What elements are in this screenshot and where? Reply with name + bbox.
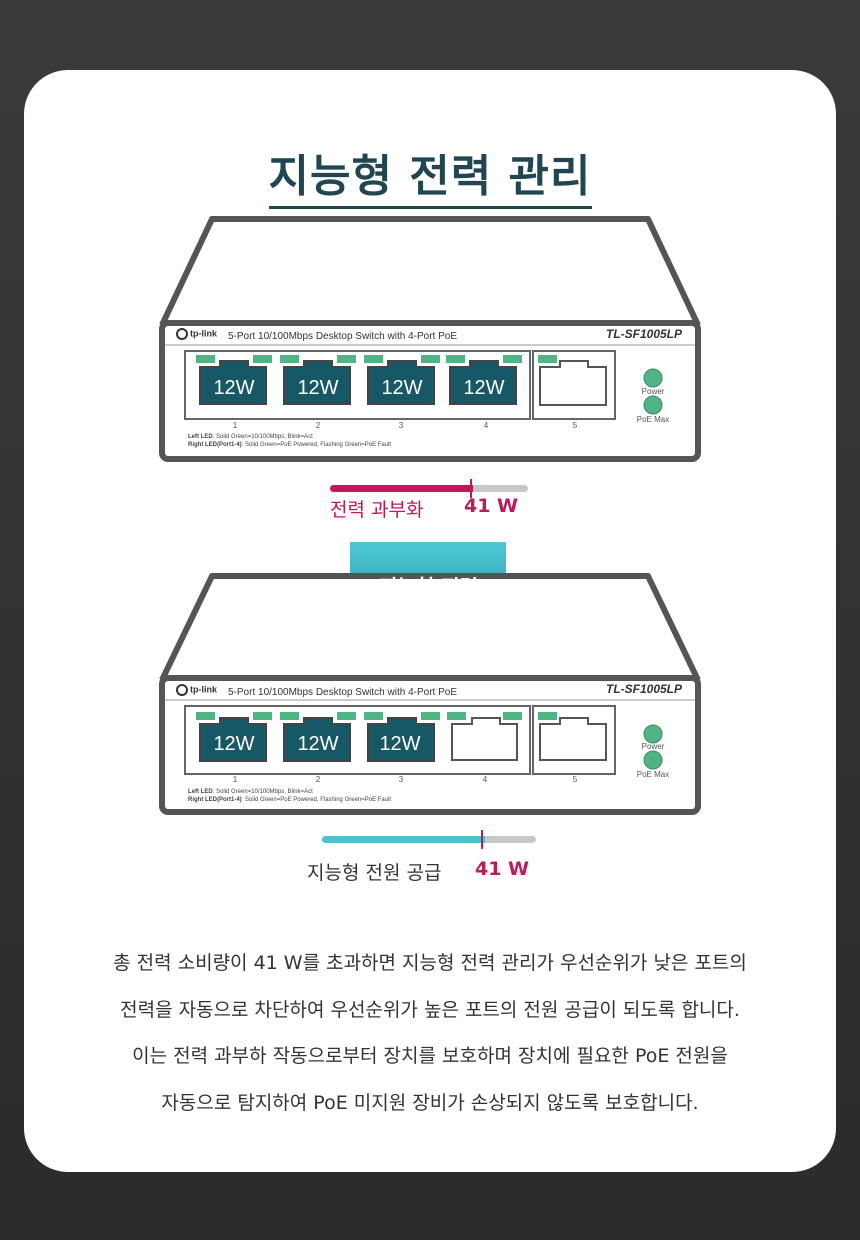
ethernet-port-icon xyxy=(367,360,435,405)
port-led-right xyxy=(503,355,522,363)
port-number-5: 5 xyxy=(572,775,578,784)
description-line: 전력을 자동으로 차단하여 우선순위가 높은 포트의 전원 공급이 되도록 합니… xyxy=(120,998,740,1021)
power-bar-fill xyxy=(330,485,473,492)
port-led-right xyxy=(253,712,272,720)
switch-body xyxy=(159,573,701,815)
port-led-right xyxy=(421,712,440,720)
port-number-1: 1 xyxy=(232,421,238,430)
power-led-label: Power xyxy=(641,742,665,751)
port-3-power: 12W xyxy=(379,733,421,755)
port-4-power: 12W xyxy=(463,377,505,399)
switch-description: 5-Port 10/100Mbps Desktop Switch with 4-… xyxy=(228,331,457,342)
led-legend: Left LED: Solid Green=10/100Mbps, Blink=… xyxy=(188,434,392,448)
port-number-3: 3 xyxy=(398,421,404,430)
switch-description: 5-Port 10/100Mbps Desktop Switch with 4-… xyxy=(228,687,457,698)
port-led-right xyxy=(253,355,272,363)
port-led-left xyxy=(364,355,383,363)
poe-max-led-label: PoE Max xyxy=(636,770,670,779)
ethernet-port-icon xyxy=(449,360,517,405)
managed-value: 41 W xyxy=(475,858,530,880)
ethernet-port-icon xyxy=(367,717,435,762)
switch-model: TL-SF1005LP xyxy=(606,682,683,696)
page-title: 지능형 전력 관리 xyxy=(0,140,860,209)
power-limit-marker xyxy=(470,479,472,498)
port-led-left xyxy=(196,712,215,720)
overload-value: 41 W xyxy=(464,495,519,517)
brand-logo: tp-link xyxy=(176,684,217,696)
port-led-right xyxy=(421,355,440,363)
port-3-power: 12W xyxy=(381,377,423,399)
description-paragraph: 총 전력 소비량이 41 W를 초과하면 지능형 전력 관리가 우선순위가 낮은… xyxy=(40,940,820,1126)
managed-label: 지능형 전원 공급 xyxy=(307,862,442,884)
power-bar-managed xyxy=(322,830,536,849)
port-number-4: 4 xyxy=(483,421,489,430)
ethernet-port-icon xyxy=(199,717,267,762)
switch-body xyxy=(159,216,701,462)
led-legend: Left LED: Solid Green=10/100Mbps, Blink=… xyxy=(188,789,392,803)
port-led-left xyxy=(280,712,299,720)
port-led-right xyxy=(337,712,356,720)
port-1-power: 12W xyxy=(213,733,255,755)
port-number-2: 2 xyxy=(315,775,321,784)
port-1-power: 12W xyxy=(213,377,255,399)
port-led-left xyxy=(446,355,465,363)
port-number-3: 3 xyxy=(398,775,404,784)
port-number-2: 2 xyxy=(315,421,321,430)
port-number-5: 5 xyxy=(572,421,578,430)
description-line: 이는 전력 과부하 작동으로부터 장치를 보호하며 장치에 필요한 PoE 전원… xyxy=(132,1045,728,1067)
port-2-power: 12W xyxy=(297,733,339,755)
port-2-power: 12W xyxy=(297,377,339,399)
description-line: 자동으로 탐지하여 PoE 미지원 장비가 손상되지 않도록 보호합니다. xyxy=(161,1091,699,1114)
power-limit-marker xyxy=(481,830,483,849)
port-led-left xyxy=(196,355,215,363)
port-number-1: 1 xyxy=(232,775,238,784)
ethernet-port-icon xyxy=(283,717,351,762)
switch-illustration-overload: tp-link 5-Port 10/100Mbps Desktop Switch… xyxy=(159,215,701,465)
port-led-left xyxy=(364,712,383,720)
power-bar-fill xyxy=(322,836,485,843)
arrow-label: 지능형 전력 관리 xyxy=(379,575,478,629)
ethernet-port-icon xyxy=(199,360,267,405)
switch-model: TL-SF1005LP xyxy=(606,327,683,341)
switch-illustration-managed: tp-link 5-Port 10/100Mbps Desktop Switch… xyxy=(159,572,701,817)
overload-label: 전력 과부화 xyxy=(330,499,424,521)
ethernet-port-icon xyxy=(283,360,351,405)
port-led-right xyxy=(337,355,356,363)
port-number-4: 4 xyxy=(482,775,488,784)
description-line: 총 전력 소비량이 41 W를 초과하면 지능형 전력 관리가 우선순위가 낮은… xyxy=(113,952,747,974)
brand-logo: tp-link xyxy=(176,328,217,340)
poe-max-led-label: PoE Max xyxy=(636,415,670,424)
power-led-label: Power xyxy=(641,387,665,396)
power-bar-overload xyxy=(330,479,528,498)
port-led-left xyxy=(280,355,299,363)
